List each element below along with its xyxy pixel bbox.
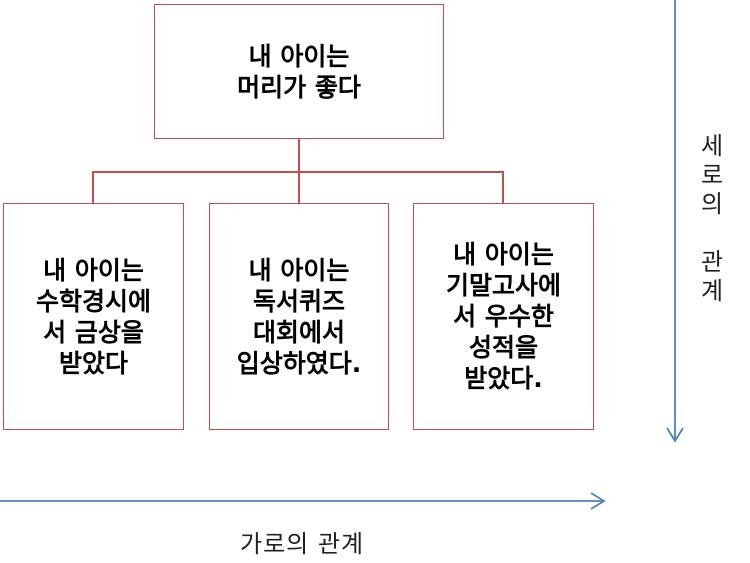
child-node-1: 내 아이는 수학경시에 서 금상을 받았다 xyxy=(3,203,184,430)
horizontal-arrow-head xyxy=(590,492,606,510)
child-node-2: 내 아이는 독서퀴즈 대회에서 입상하였다. xyxy=(209,203,389,430)
child-node-3: 내 아이는 기말고사에 서 우수한 성적을 받았다. xyxy=(413,203,594,430)
vertical-relation-label: 세 로 의 관 계 xyxy=(700,132,724,305)
child-node-3-text: 내 아이는 기말고사에 서 우수한 성적을 받았다. xyxy=(445,240,561,393)
horizontal-relation-label: 가로의 관계 xyxy=(240,530,365,558)
vertical-arrow-head xyxy=(666,427,684,443)
root-node: 내 아이는 머리가 좋다 xyxy=(154,4,444,139)
child-node-2-text: 내 아이는 독서퀴즈 대회에서 입상하였다. xyxy=(236,255,362,378)
child-node-1-text: 내 아이는 수학경시에 서 금상을 받았다 xyxy=(35,255,151,378)
root-node-text: 내 아이는 머리가 좋다 xyxy=(237,41,361,102)
